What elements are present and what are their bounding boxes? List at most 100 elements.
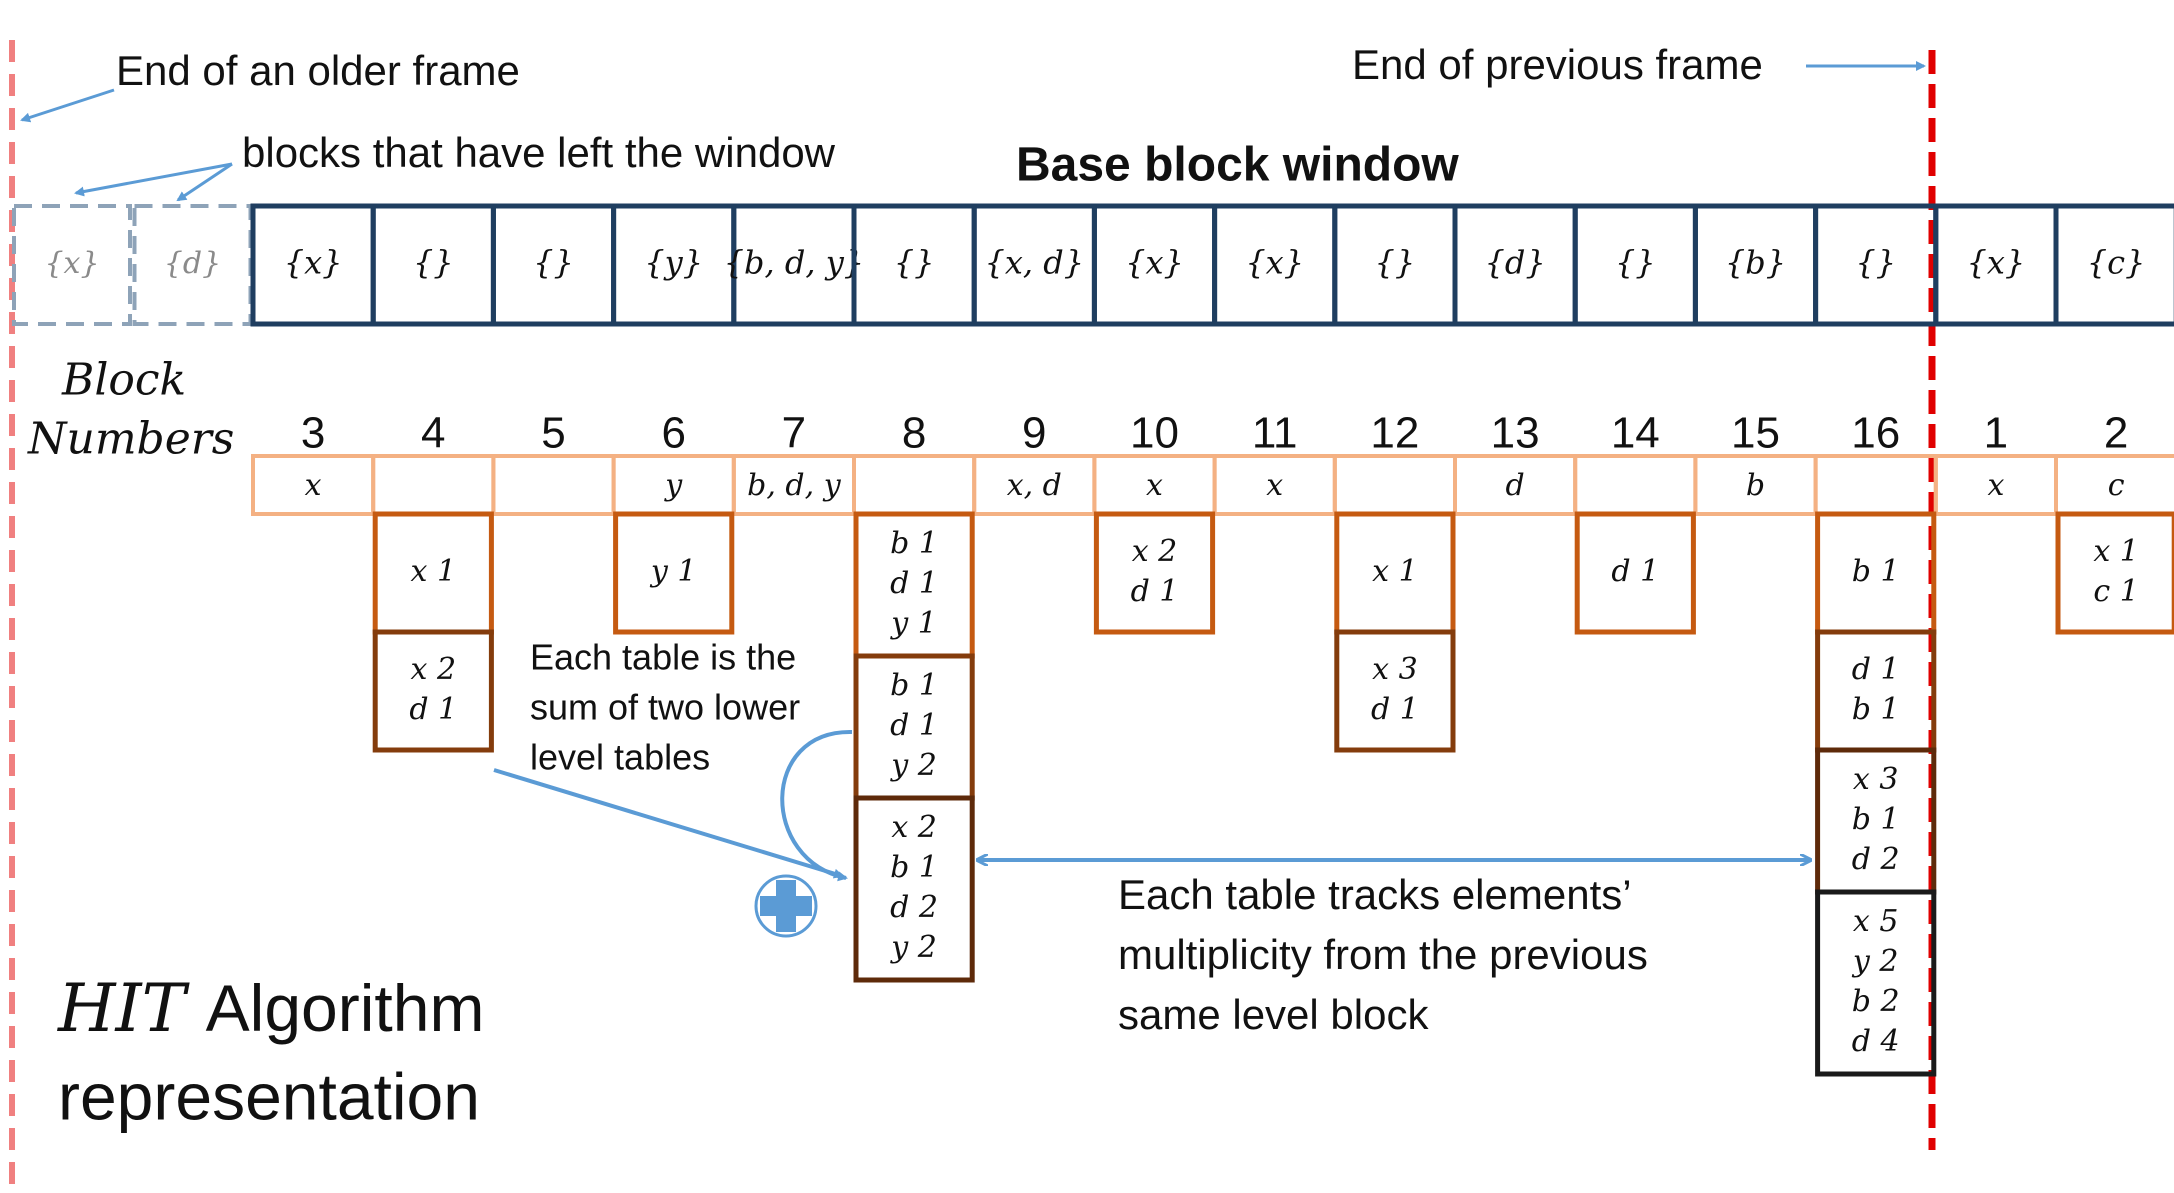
block-number: 9 [1022, 409, 1046, 458]
element-strip-value: x [1987, 468, 2004, 503]
sum-note-line-3: level tables [530, 737, 710, 778]
table-row: d 1 [1371, 692, 1419, 727]
older-frame-arrow [20, 88, 115, 123]
table-row: x 2 [1132, 534, 1178, 569]
table-row: d 1 [890, 566, 938, 601]
window-block-set: {} [894, 244, 935, 282]
window-block-set: {x} [284, 244, 343, 282]
window-block-set: {y} [644, 244, 703, 282]
multiplicity-table [372, 629, 494, 753]
window-block-set: {x} [1967, 244, 2026, 282]
block-number: 11 [1252, 409, 1298, 458]
table-row: c 1 [2093, 574, 2138, 609]
table-row: x 1 [2093, 534, 2139, 569]
table-row: x 2 [891, 810, 937, 845]
table-row: b 1 [1852, 802, 1900, 837]
plus-icon [754, 874, 818, 938]
table-row: d 1 [409, 692, 457, 727]
block-number: 16 [1851, 409, 1900, 458]
table-row: d 4 [1852, 1024, 1900, 1059]
element-strip-cell [491, 454, 616, 516]
table-row: x 2 [411, 652, 457, 687]
window-block-set: {} [413, 244, 454, 282]
block-number: 13 [1491, 409, 1540, 458]
element-strip-cell [1813, 454, 1938, 516]
multiplicity-table [613, 511, 735, 635]
left-window-arrow-1 [74, 162, 233, 197]
element-strip-value: x, d [1007, 468, 1062, 503]
track-note-line-3: same level block [1118, 991, 1429, 1038]
table-row: d 1 [1611, 554, 1659, 589]
block-number: 15 [1731, 409, 1780, 458]
block-number: 7 [782, 409, 806, 458]
left-window-arrow-2 [176, 162, 233, 202]
multiplicity-table [1574, 511, 1696, 635]
window-block-set: {b, d, y} [724, 244, 864, 282]
left-block [12, 204, 132, 326]
multiplicity-table [853, 795, 975, 983]
multiplicity-table [2055, 511, 2174, 635]
sum-note-line-1: Each table is the [530, 637, 796, 678]
window-block [2053, 203, 2174, 327]
sum-arrow-curved [780, 729, 853, 882]
block-number: 3 [301, 409, 325, 458]
element-strip-value: x [1146, 468, 1163, 503]
table-row: y 2 [889, 748, 937, 783]
sum-note-line-2: sum of two lower [530, 687, 800, 728]
table-row: x 1 [1372, 554, 1418, 589]
window-block-set: {x} [1125, 244, 1184, 282]
table-row: b 1 [1852, 554, 1900, 589]
block-number: 1 [1984, 409, 2008, 458]
table-row: d 1 [1852, 652, 1900, 687]
block-number: 5 [541, 409, 565, 458]
block-number: 2 [2104, 409, 2128, 458]
table-row: b 1 [890, 850, 938, 885]
multiplicity-table [1815, 629, 1937, 753]
multiplicity-table [1093, 511, 1216, 635]
element-strip-value: x [305, 468, 322, 503]
block-number: 12 [1370, 409, 1419, 458]
previous-frame-label: End of previous frame [1352, 41, 1763, 88]
window-block-set: {} [533, 244, 574, 282]
window-block-set: {b} [1725, 244, 1786, 282]
window-block-set: {} [1615, 244, 1656, 282]
table-row: x 1 [411, 554, 457, 589]
table-row: y 2 [1851, 944, 1899, 979]
window-block-set: {} [1375, 244, 1416, 282]
element-strip-value: x [1266, 468, 1283, 503]
block-number: 8 [902, 409, 926, 458]
table-row: b 1 [890, 668, 938, 703]
table-row: d 1 [1131, 574, 1179, 609]
sum-arrow-straight [493, 768, 844, 879]
left-window-blocks: {x}{d} [12, 204, 253, 326]
block-number: 10 [1130, 409, 1179, 458]
element-strip-cell [1332, 454, 1458, 516]
track-note-line-1: Each table tracks elements’ [1118, 871, 1632, 918]
element-strip-cell [852, 454, 977, 516]
element-strip-value: b, d, y [747, 468, 842, 503]
table-row: y 2 [889, 930, 937, 965]
left-window-label: blocks that have left the window [242, 129, 836, 176]
left-block [132, 204, 253, 326]
block-numbers-label-2: Numbers [27, 414, 234, 465]
base-block-window: {x}{}{}{y}{b, d, y}{}{x, d}{x}{x}{}{d}{}… [250, 203, 2174, 327]
table-row: d 1 [890, 708, 938, 743]
element-strip-value: c [2108, 468, 2125, 503]
title-rest: Algorithm [206, 971, 485, 1045]
table-row: b 1 [890, 526, 938, 561]
element-strip-value: b [1746, 468, 1765, 503]
block-numbers-label-1: Block [61, 355, 186, 406]
table-row: b 2 [1852, 984, 1900, 1019]
table-row: y 1 [649, 554, 697, 589]
window-block-set: {c} [2087, 244, 2146, 282]
window-title: Base block window [1016, 139, 1459, 192]
block-number: 4 [421, 409, 445, 458]
multiplicity-table [1334, 629, 1456, 753]
block-number: 14 [1611, 409, 1660, 458]
track-note-line-2: multiplicity from the previous [1118, 931, 1648, 978]
multiplicity-table [1815, 889, 1937, 1077]
multiplicity-tables: x 1x 2d 1y 1b 1d 1y 1b 1d 1y 2x 2b 1d 2y… [372, 511, 2174, 1077]
